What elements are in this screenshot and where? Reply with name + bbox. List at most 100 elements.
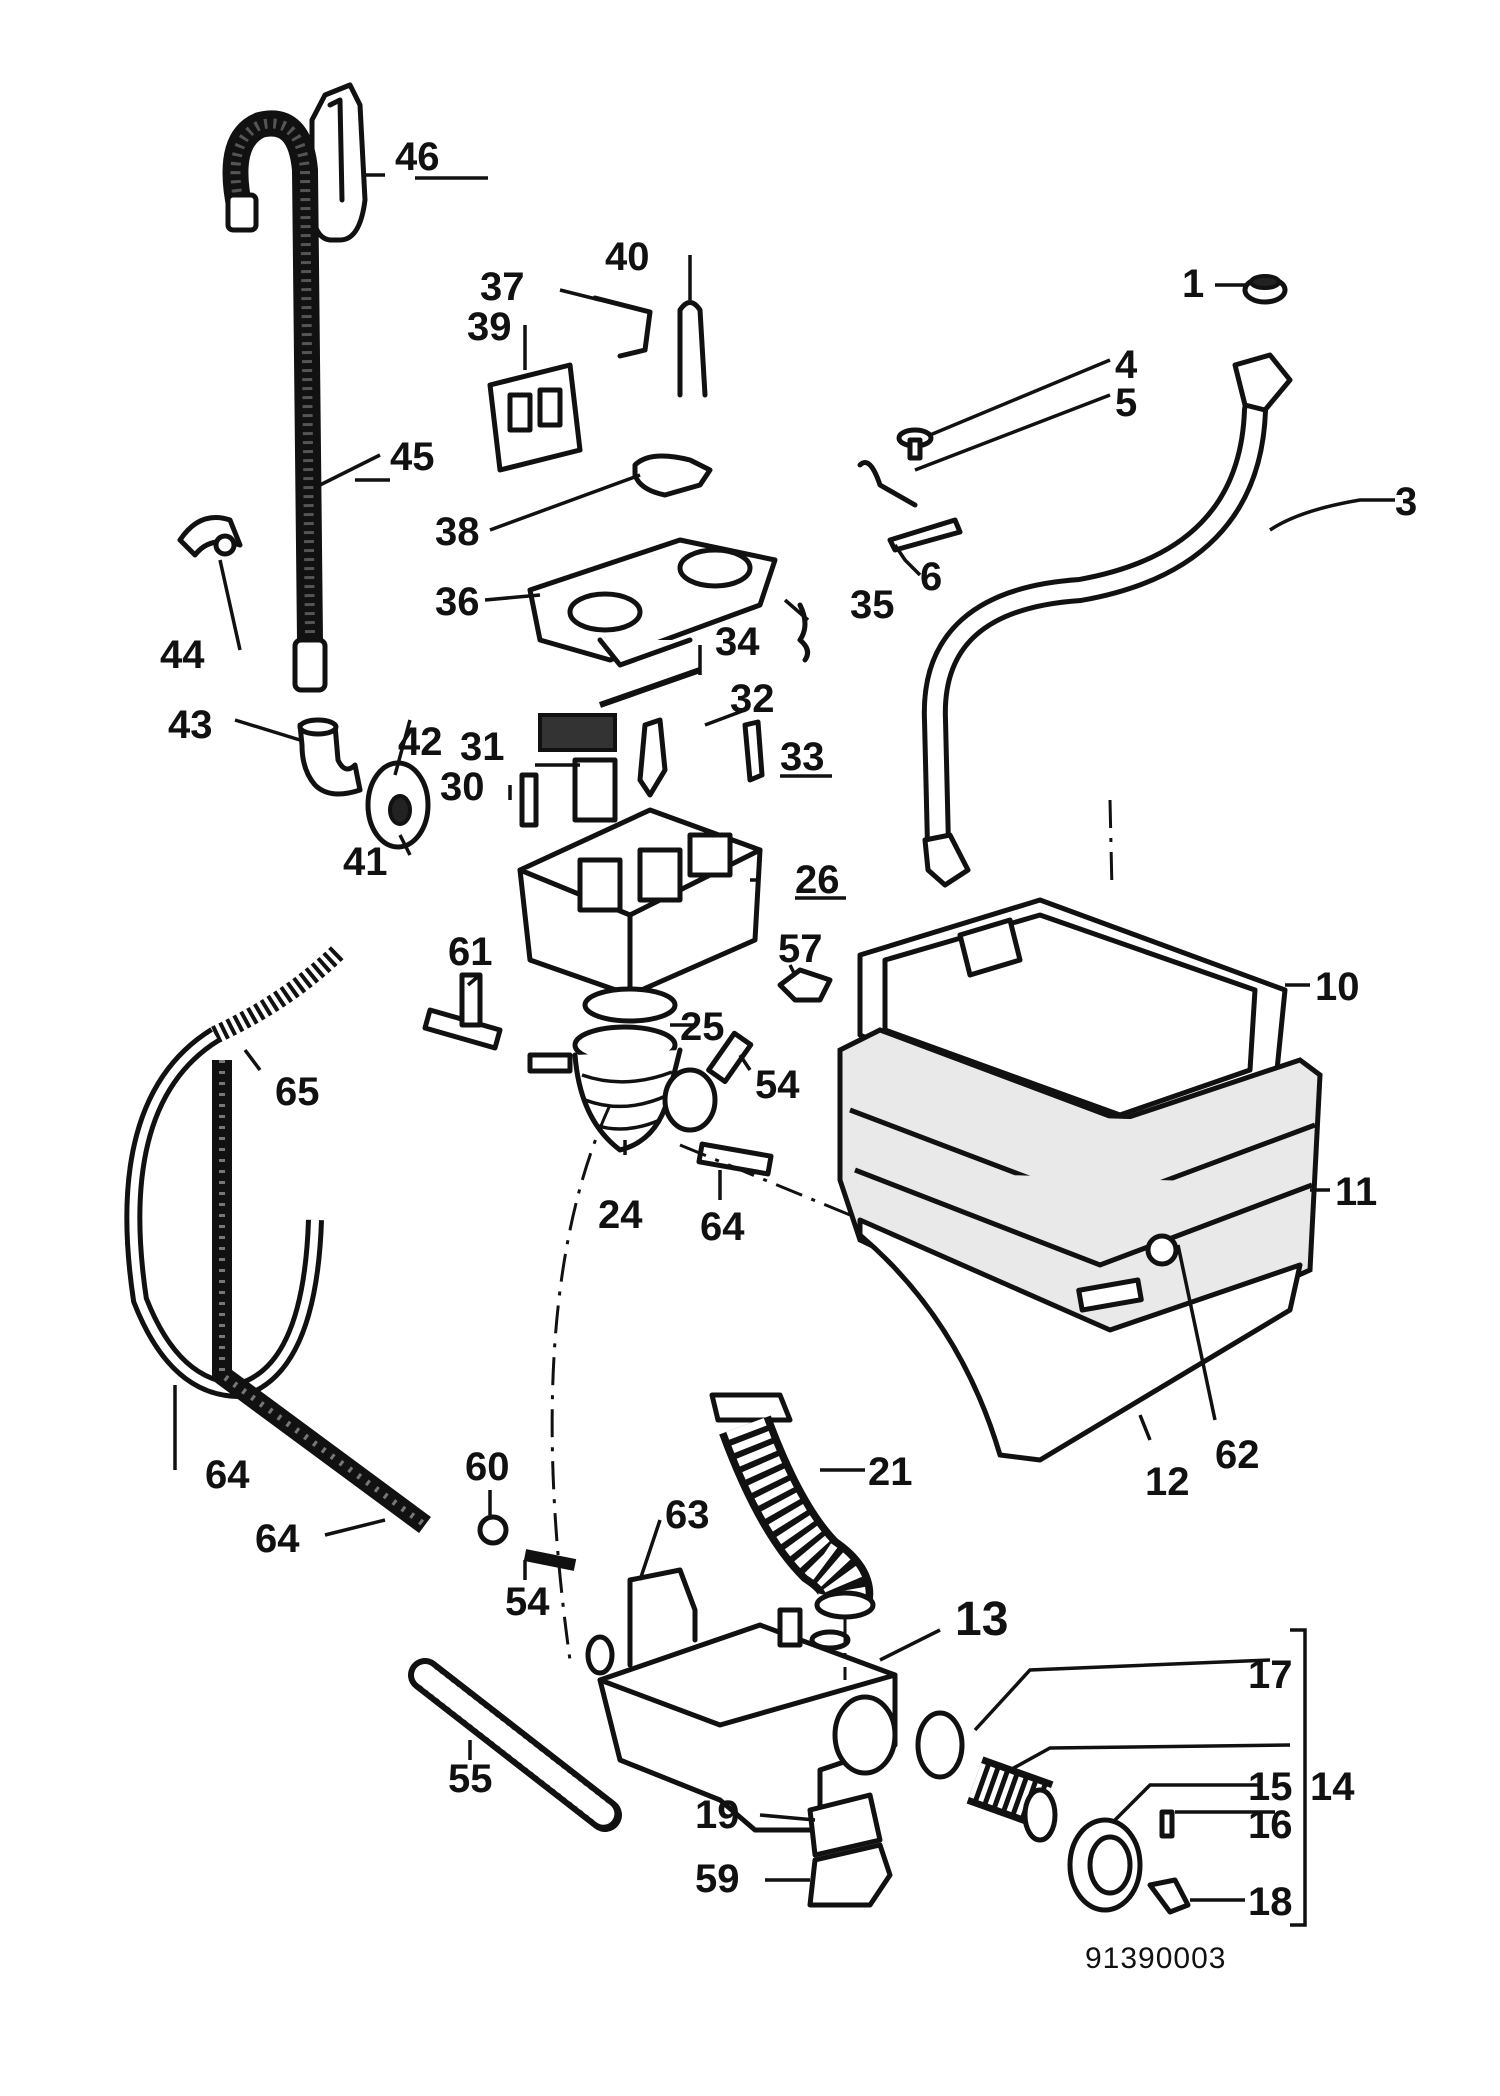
callout-4: 4 [1115,343,1138,387]
callout-12: 12 [1145,1460,1190,1504]
callout-25: 25 [680,1005,725,1049]
part-hose-fitting [777,967,833,1003]
callout-26: 26 [795,858,840,902]
leader-lines [173,173,1395,1902]
callout-19: 19 [695,1793,740,1837]
callout-44: 44 [160,633,205,677]
group-bracket [1290,1628,1307,1927]
callout-24: 24 [598,1193,643,1237]
callout-31: 31 [460,725,505,769]
part-bellows [572,986,718,1153]
part-pump-housing [585,1607,898,1833]
callout-57: 57 [778,927,823,971]
part-hose-clip [177,515,243,558]
callout-13: 13 [955,1593,1008,1646]
callout-1: 1 [1182,262,1204,306]
callout-46: 46 [395,135,440,179]
callout-45: 45 [390,435,435,479]
callout-16: 16 [1248,1803,1293,1847]
callout-3: 3 [1395,480,1417,524]
part-t-fitting [422,972,573,1074]
part-screw [1159,1809,1175,1839]
part-filter [966,1756,1058,1843]
callout-6: 6 [920,555,942,599]
part-bolt [896,427,934,461]
callout-64-tub: 64 [700,1205,745,1249]
callout-63: 63 [665,1493,710,1537]
part-dispenser-top [527,537,778,668]
callout-64-pipe: 64 [255,1517,300,1561]
part-u-bracket [677,300,708,398]
callout-10: 10 [1315,965,1360,1009]
part-spring [211,943,347,1044]
part-bent-pipe [212,1060,431,1534]
callout-34: 34 [715,620,760,664]
callout-64-loop: 64 [205,1453,250,1497]
callout-41: 41 [343,840,388,884]
callout-14: 14 [1310,1765,1355,1809]
callout-5: 5 [1115,381,1137,425]
callout-36: 36 [435,580,480,624]
callout-18: 18 [1248,1880,1293,1924]
part-link [592,295,653,359]
connector-line [1108,799,1114,891]
part-filter-cap [1067,1817,1143,1913]
part-valve [538,713,618,823]
callout-54-lower: 54 [505,1580,550,1624]
callout-38: 38 [435,510,480,554]
callout-17: 17 [1248,1653,1293,1697]
part-flange [365,760,431,850]
part-cap [1242,274,1288,305]
part-tub-top [857,897,1288,1148]
part-hose-guide [309,82,368,243]
part-clamp-strip [887,517,963,553]
part-stop [742,719,765,783]
callout-32: 32 [730,677,775,721]
part-mount [807,1842,893,1908]
part-tub-body [837,1027,1323,1463]
callout-labels: 1 3 4 5 6 10 11 12 13 14 15 16 17 18 19 … [160,135,1417,1975]
callout-42: 42 [398,720,443,764]
part-plate [487,362,583,473]
callout-30: 30 [440,765,485,809]
callout-21: 21 [868,1450,913,1494]
part-dispenser-housing [517,807,763,998]
part-cover [632,453,713,498]
callout-11: 11 [1335,1170,1377,1214]
part-seal-ring [915,1710,965,1780]
part-retainer-clip [1147,1877,1191,1915]
part-short-pin [523,1549,577,1571]
part-hose-loop [124,1027,324,1400]
drawing-number: 91390003 [1085,1942,1226,1975]
connector-line [550,1104,612,1661]
callout-62: 62 [1215,1433,1260,1477]
callout-60: 60 [465,1445,510,1489]
part-pin [519,772,539,828]
part-elbow [297,717,363,797]
part-wire-bracket [627,1567,698,1668]
part-bar [408,1658,622,1832]
part-nut [477,1514,509,1546]
part-rod [599,667,701,708]
part-inlet-hose [921,352,1293,888]
callout-40: 40 [605,235,650,279]
callout-15: 15 [1248,1765,1293,1809]
part-sump-hose [709,1392,876,1620]
callout-54-upper: 54 [755,1063,800,1107]
callout-39: 39 [467,305,512,349]
callout-35: 35 [850,583,895,627]
part-drain-hose [222,110,328,693]
part-vent-tube [696,1141,774,1177]
callout-43: 43 [168,703,213,747]
callout-37: 37 [480,265,525,309]
callout-61: 61 [448,930,493,974]
callout-55: 55 [448,1757,493,1801]
part-short-tube [706,1030,754,1085]
callout-59: 59 [695,1857,740,1901]
callout-65: 65 [275,1070,320,1114]
connector-line [679,1143,851,1217]
callout-33: 33 [780,735,825,779]
part-latch [637,717,668,798]
